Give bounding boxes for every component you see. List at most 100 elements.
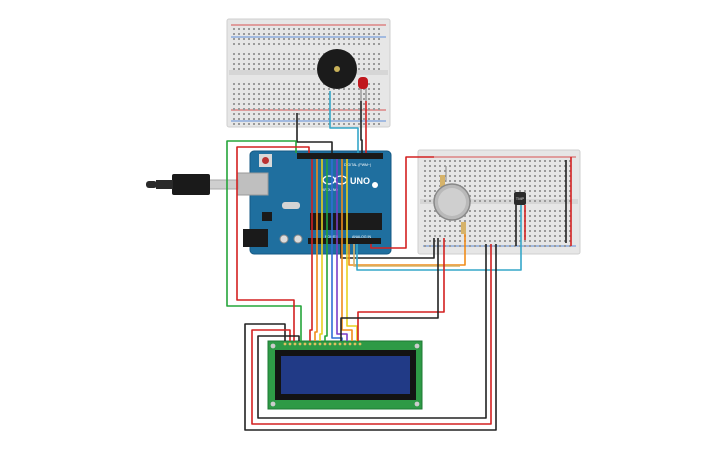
usb-cable — [146, 174, 239, 195]
breadboard-hole — [288, 83, 290, 85]
breadboard-hole — [429, 240, 431, 242]
breadboard-hole — [559, 190, 561, 192]
breadboard-hole — [569, 195, 571, 197]
breadboard-hole — [549, 210, 551, 212]
breadboard-hole — [238, 53, 240, 55]
breadboard-hole — [504, 165, 506, 167]
breadboard-hole — [298, 28, 300, 30]
breadboard-hole — [524, 170, 526, 172]
breadboard-hole — [323, 38, 325, 40]
breadboard-hole — [479, 180, 481, 182]
breadboard-hole — [529, 180, 531, 182]
breadboard-hole — [258, 43, 260, 45]
breadboard-hole — [353, 103, 355, 105]
breadboard-hole — [449, 165, 451, 167]
breadboard-hole — [569, 170, 571, 172]
breadboard-hole — [378, 33, 380, 35]
breadboard-hole — [454, 180, 456, 182]
breadboard-hole — [459, 165, 461, 167]
breadboard-hole — [318, 118, 320, 120]
breadboard-hole — [539, 175, 541, 177]
breadboard-hole — [509, 180, 511, 182]
breadboard-hole — [258, 63, 260, 65]
breadboard-hole — [248, 123, 250, 125]
breadboard-hole — [373, 118, 375, 120]
breadboard-hole — [248, 103, 250, 105]
temperature-sensor-label: TMP — [516, 196, 525, 201]
breadboard-hole — [564, 225, 566, 227]
breadboard-hole — [479, 220, 481, 222]
breadboard-hole — [524, 160, 526, 162]
breadboard-hole — [318, 123, 320, 125]
breadboard-hole — [338, 43, 340, 45]
breadboard-hole — [258, 28, 260, 30]
breadboard-hole — [509, 240, 511, 242]
gas-sensor — [433, 166, 471, 234]
breadboard-hole — [484, 165, 486, 167]
breadboard-hole — [293, 43, 295, 45]
breadboard-hole — [484, 190, 486, 192]
breadboard-hole — [489, 235, 491, 237]
breadboard-hole — [499, 165, 501, 167]
breadboard-hole — [499, 230, 501, 232]
breadboard-hole — [243, 98, 245, 100]
breadboard-hole — [564, 165, 566, 167]
breadboard-hole — [459, 240, 461, 242]
breadboard-hole — [484, 185, 486, 187]
breadboard-hole — [368, 93, 370, 95]
breadboard-hole — [313, 98, 315, 100]
breadboard-hole — [509, 210, 511, 212]
breadboard-hole — [243, 53, 245, 55]
breadboard-hole — [459, 245, 461, 247]
breadboard-hole — [534, 180, 536, 182]
wire-black-inner-lcd — [257, 244, 487, 419]
breadboard-hole — [248, 118, 250, 120]
breadboard-hole — [469, 225, 471, 227]
breadboard-hole — [348, 88, 350, 90]
breadboard-hole — [288, 93, 290, 95]
breadboard-hole — [268, 58, 270, 60]
breadboard-hole — [509, 190, 511, 192]
breadboard-hole — [514, 240, 516, 242]
breadboard-hole — [318, 58, 320, 60]
breadboard-hole — [544, 170, 546, 172]
breadboard-hole — [348, 118, 350, 120]
breadboard-hole — [323, 43, 325, 45]
breadboard-hole — [313, 118, 315, 120]
breadboard-hole — [569, 235, 571, 237]
breadboard-hole — [484, 195, 486, 197]
breadboard-hole — [514, 225, 516, 227]
red-led — [358, 77, 368, 101]
breadboard-hole — [519, 170, 521, 172]
breadboard-hole — [434, 240, 436, 242]
breadboard-hole — [373, 68, 375, 70]
breadboard-hole — [504, 185, 506, 187]
breadboard-hole — [288, 53, 290, 55]
breadboard-hole — [559, 215, 561, 217]
breadboard-hole — [514, 210, 516, 212]
breadboard-hole — [353, 113, 355, 115]
breadboard-hole — [554, 220, 556, 222]
breadboard-hole — [328, 28, 330, 30]
breadboard-hole — [544, 230, 546, 232]
breadboard-hole — [499, 195, 501, 197]
breadboard-hole — [569, 220, 571, 222]
breadboard-hole — [318, 28, 320, 30]
breadboard-hole — [459, 235, 461, 237]
breadboard-hole — [494, 210, 496, 212]
breadboard-hole — [514, 160, 516, 162]
breadboard-hole — [514, 185, 516, 187]
breadboard-hole — [554, 180, 556, 182]
breadboard-hole — [338, 118, 340, 120]
breadboard-hole — [494, 240, 496, 242]
breadboard-hole — [504, 195, 506, 197]
breadboard-hole — [253, 28, 255, 30]
breadboard-hole — [564, 200, 566, 202]
breadboard-hole — [253, 93, 255, 95]
breadboard-hole — [504, 230, 506, 232]
breadboard-hole — [253, 113, 255, 115]
breadboard-hole — [313, 93, 315, 95]
breadboard-hole — [263, 28, 265, 30]
breadboard-hole — [514, 220, 516, 222]
breadboard-hole — [353, 43, 355, 45]
